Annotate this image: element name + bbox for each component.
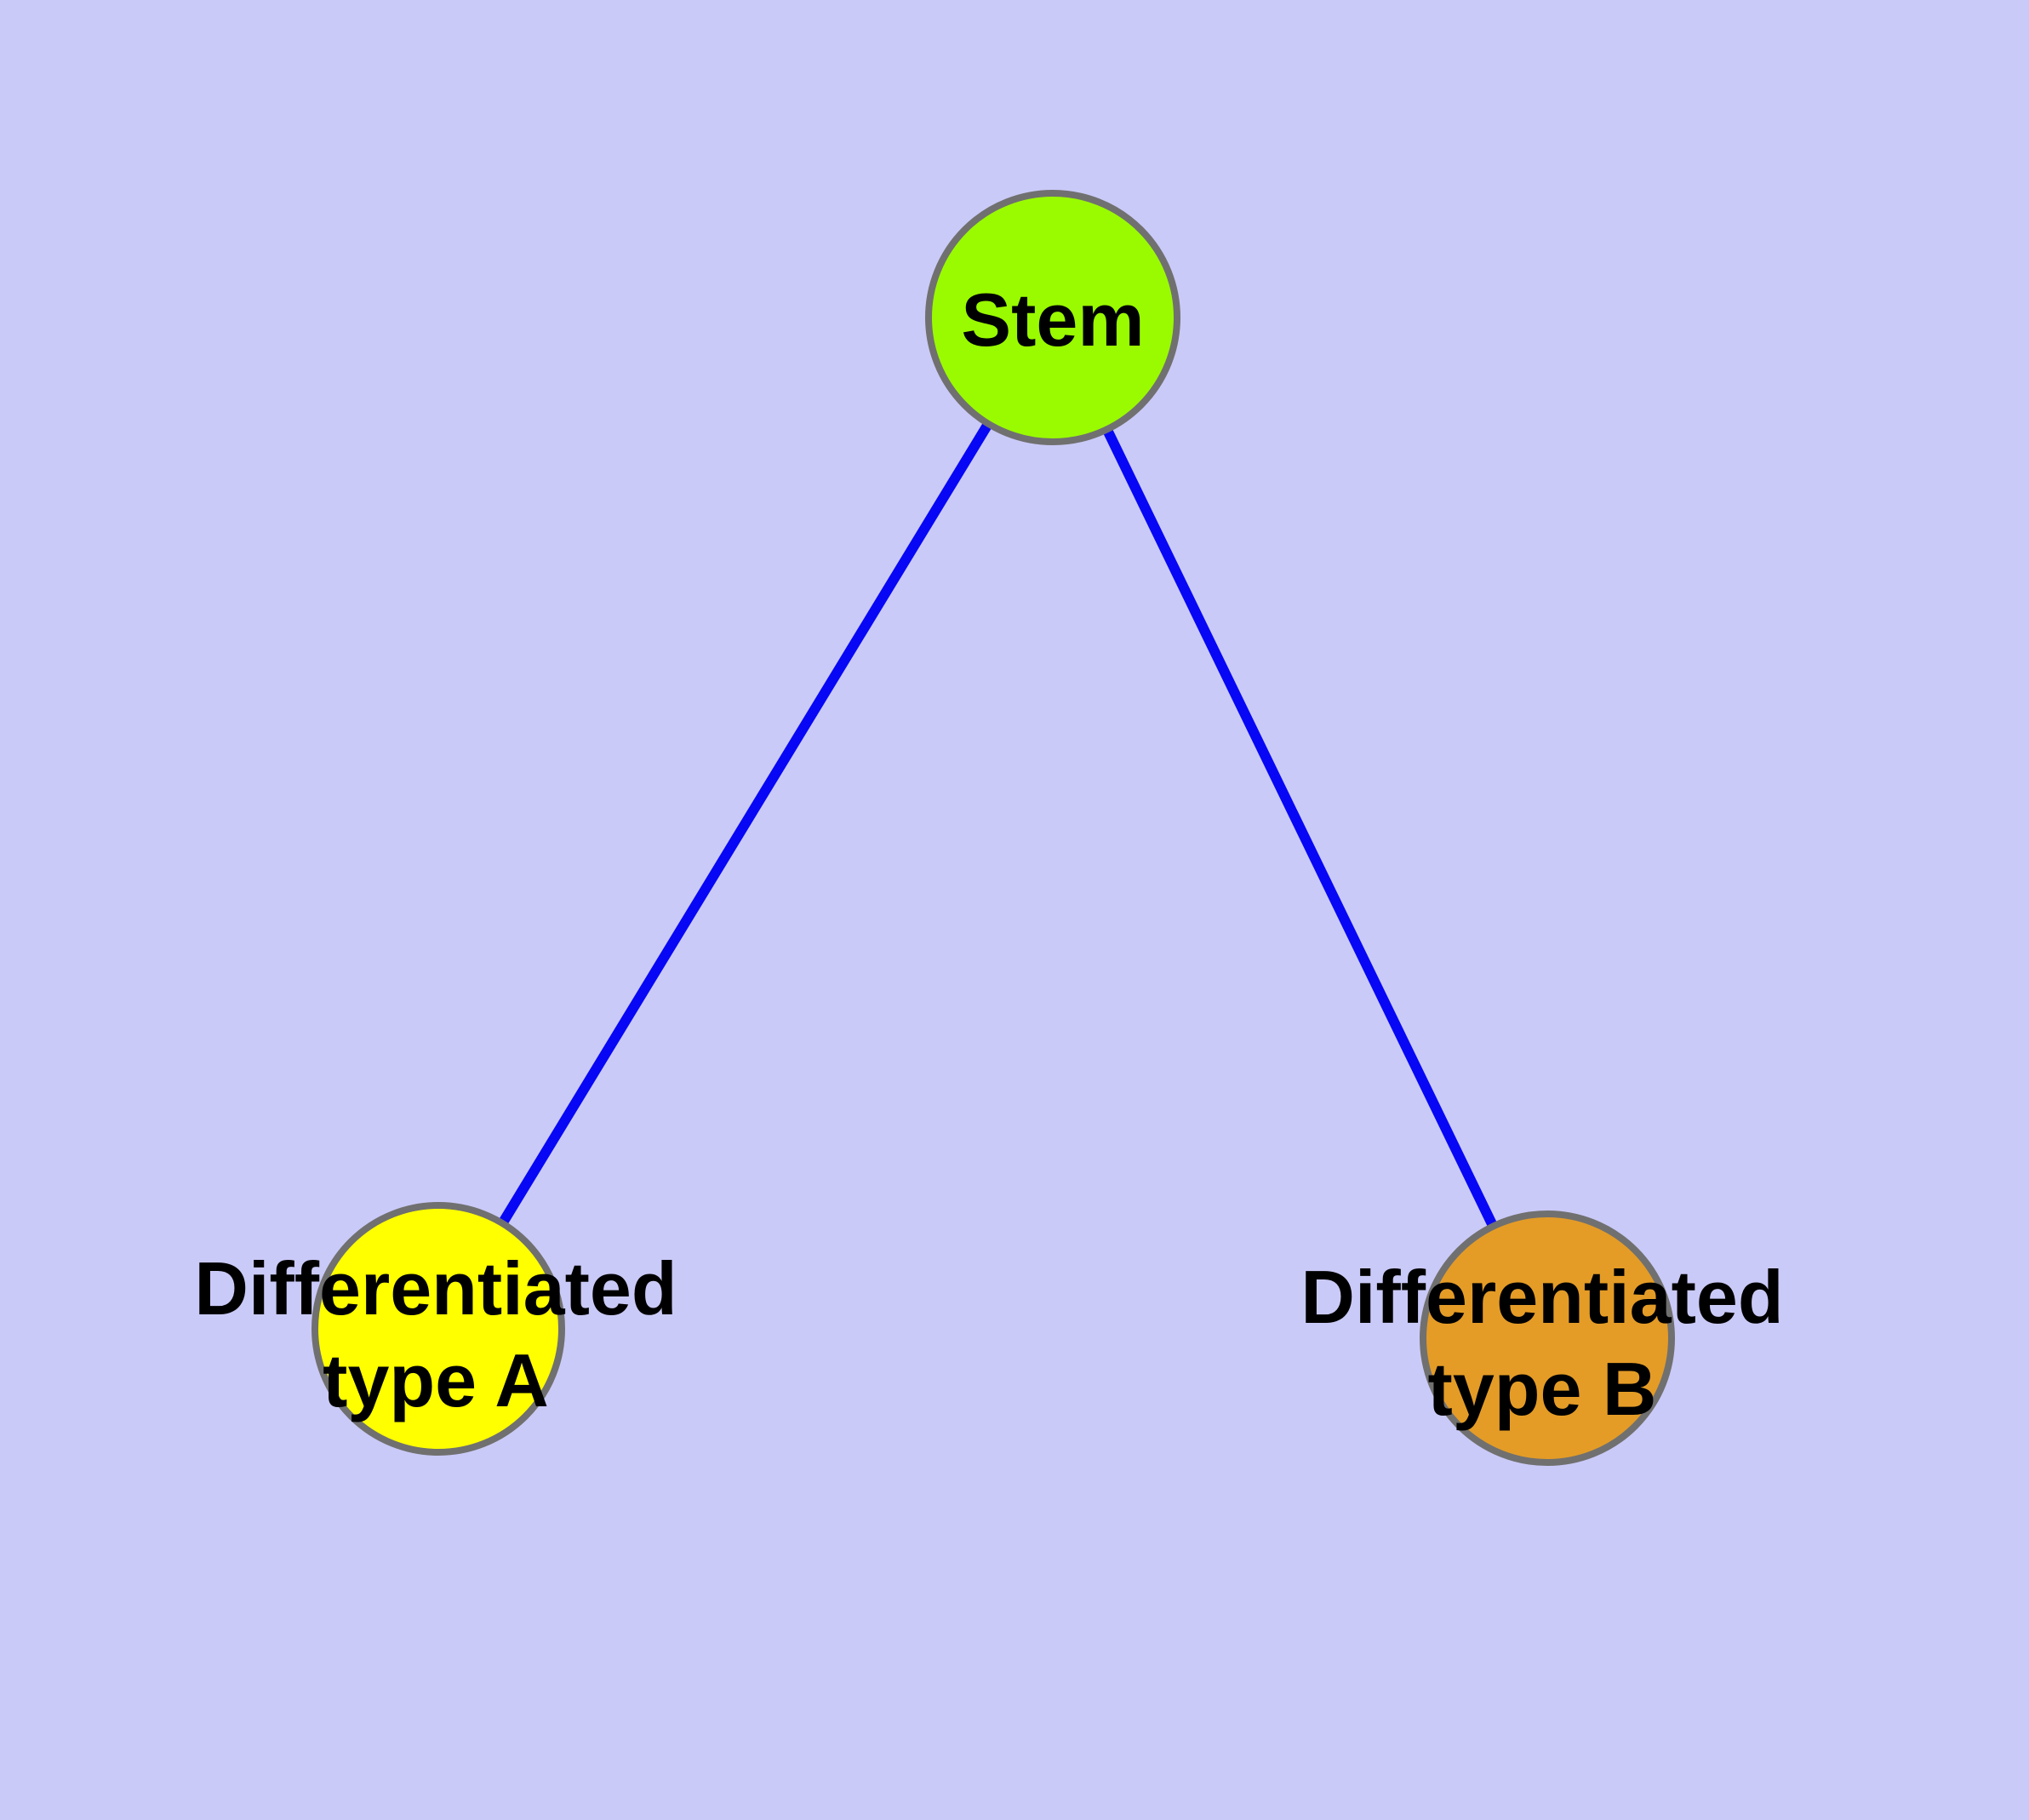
node-differentiated-type-b [1420,1210,1675,1466]
node-stem [925,190,1180,445]
node-stem-label: Stem [961,274,1144,366]
node-differentiated-type-a [311,1202,565,1456]
node-differentiated-type-b-label: Differentiated type B [1300,1251,1783,1435]
edge-stem-to-type-a [433,314,1058,1332]
node-differentiated-type-a-label-line2: type A [323,1338,549,1422]
node-stem-label-line: Stem [961,278,1145,362]
edge-stem-to-type-b [1048,315,1552,1341]
node-differentiated-type-b-label-line1: Differentiated [1300,1255,1784,1339]
node-differentiated-type-b-label-line2: type B [1427,1347,1657,1431]
node-differentiated-type-a-label: Differentiated type A [194,1243,677,1427]
node-differentiated-type-a-label-line1: Differentiated [194,1246,677,1331]
